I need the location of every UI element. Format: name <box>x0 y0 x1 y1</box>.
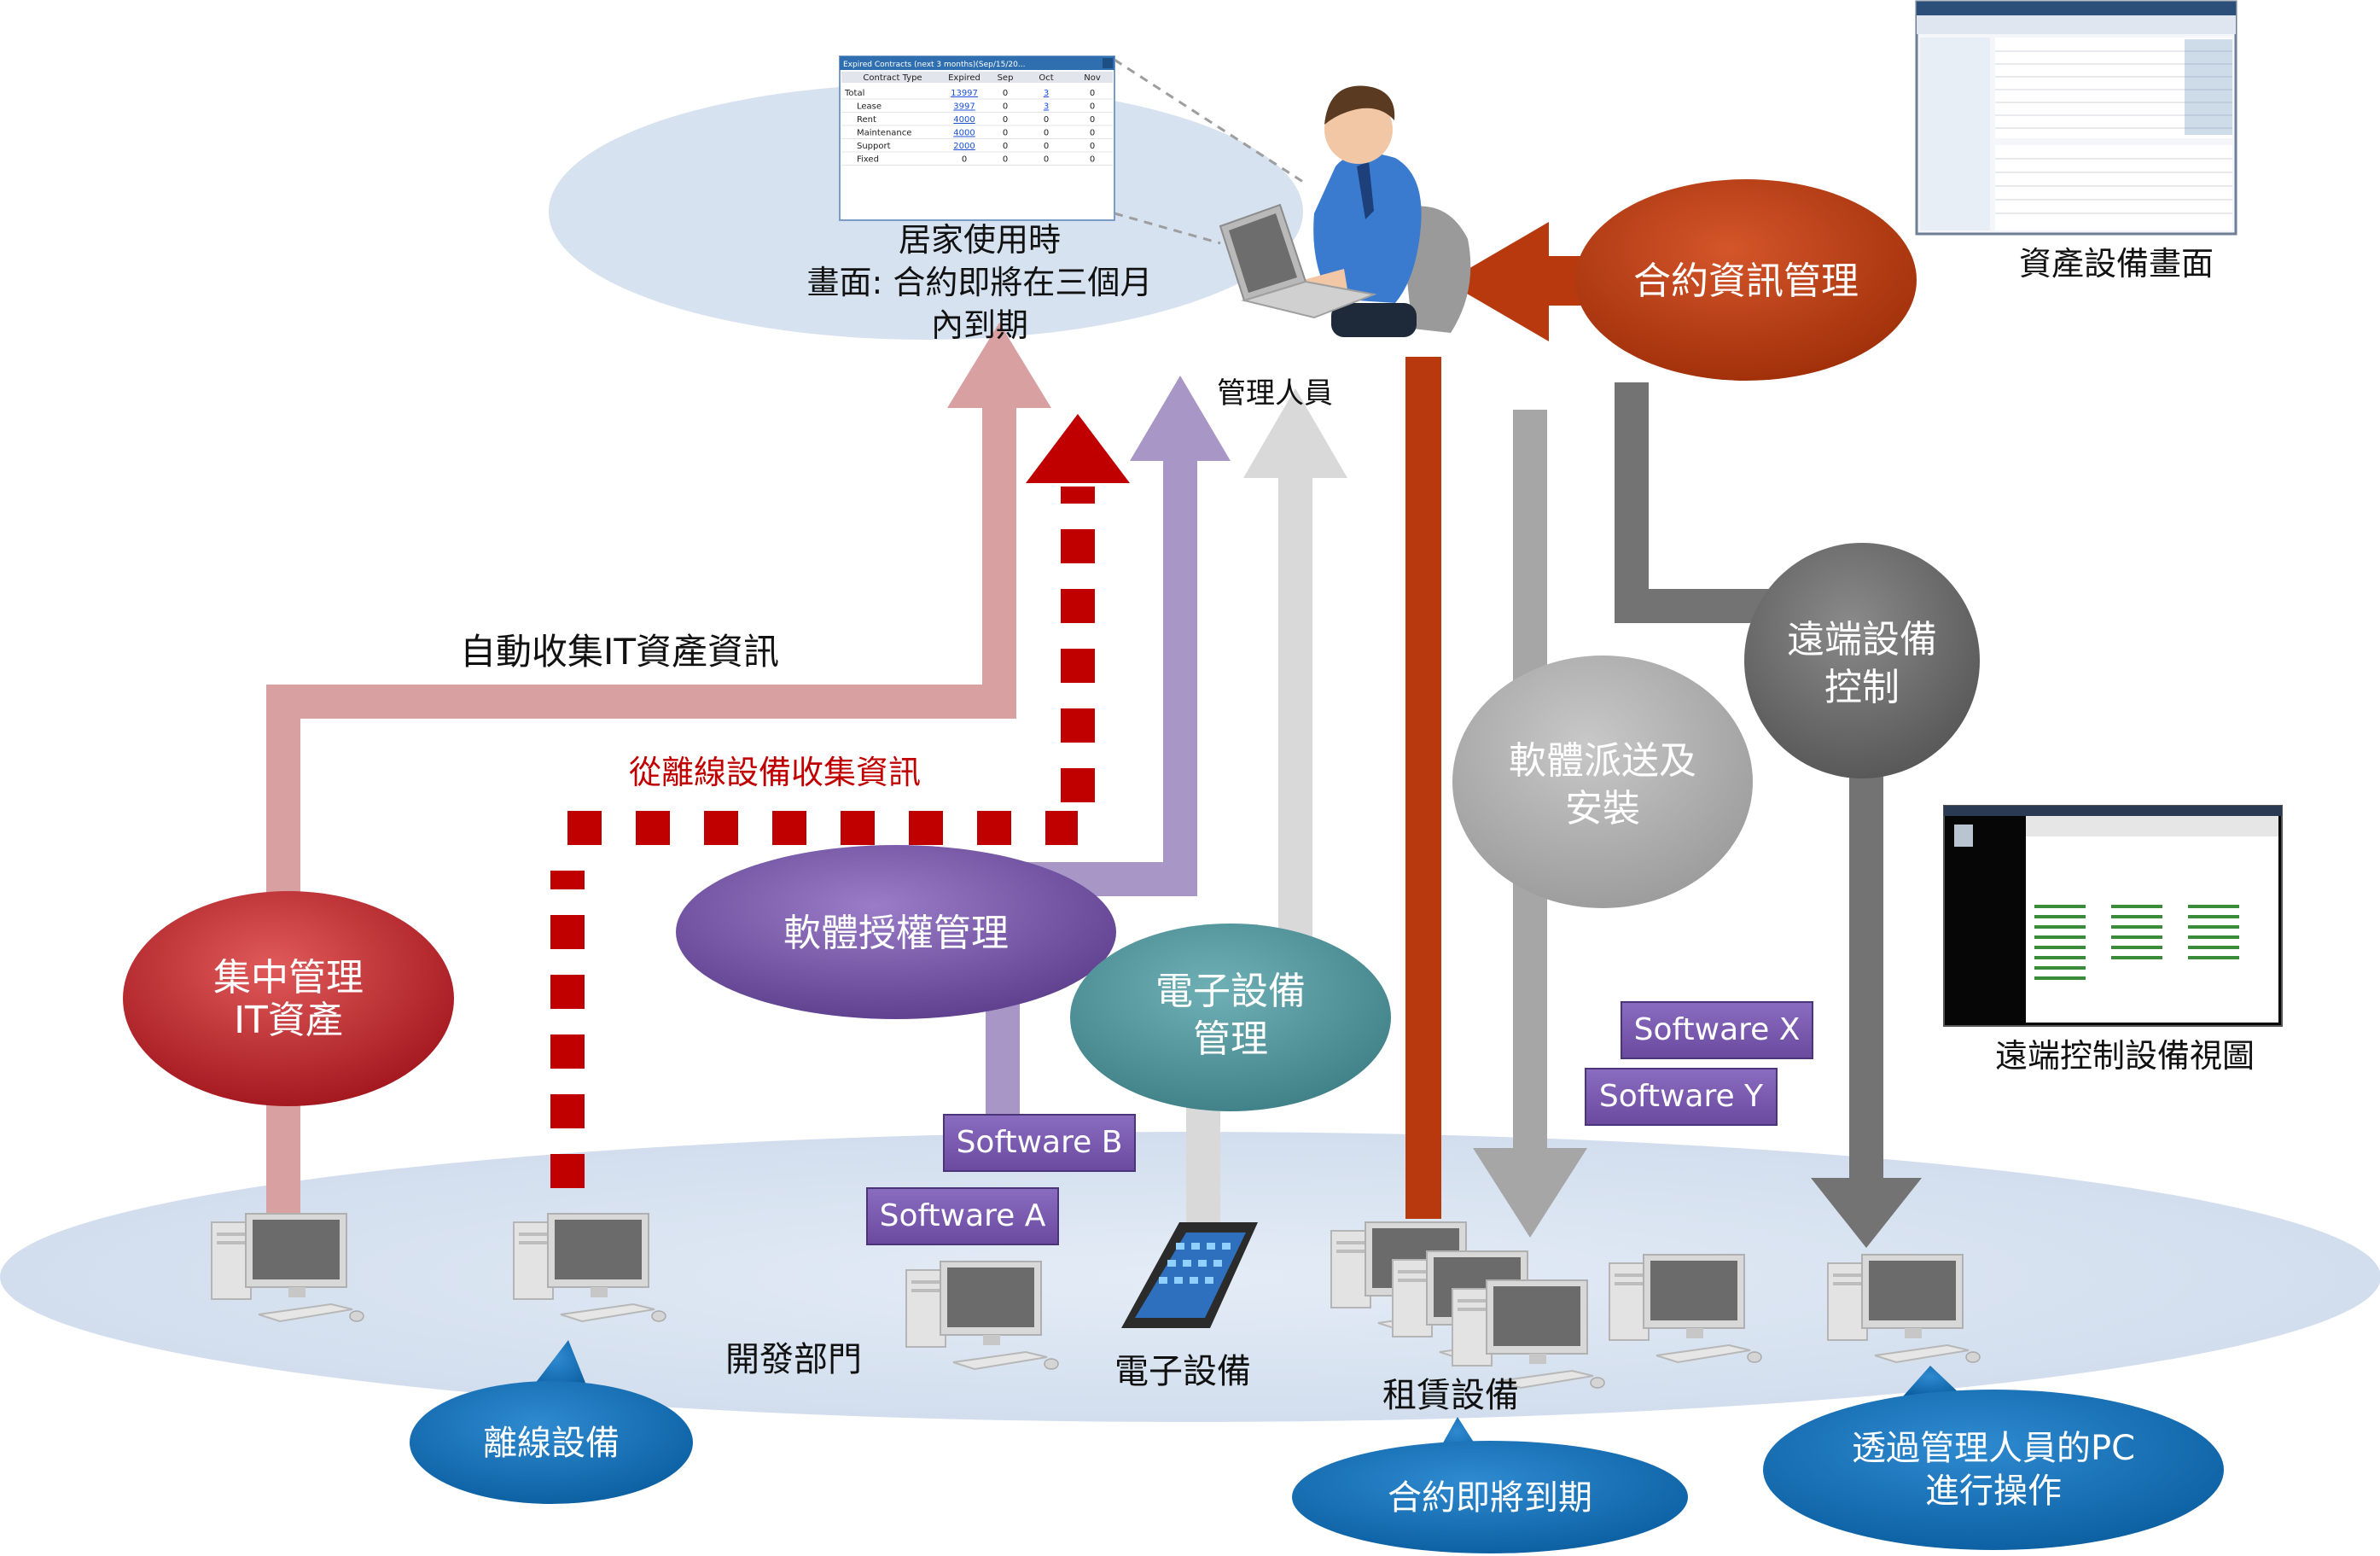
table-cell-nov: 0 <box>1090 129 1095 138</box>
pointer-line-1 <box>1114 58 1306 185</box>
software-y-box: Software Y <box>1585 1068 1778 1126</box>
table-cell-oct: 0 <box>1044 129 1049 138</box>
e-device-label: 電子設備 <box>1114 1352 1251 1391</box>
table-cell-sep: 0 <box>1003 129 1008 138</box>
svg-text:遠端設備: 遠端設備 <box>1787 618 1937 661</box>
central-it-ellipse: 集中管理 IT資產 <box>123 891 454 1106</box>
svg-text:Software X: Software X <box>1634 1012 1801 1047</box>
table-cell-type: Lease <box>857 102 882 112</box>
home-caption-2: 畫面: 合約即將在三個月 <box>807 264 1153 301</box>
svg-text:控制: 控制 <box>1824 666 1900 709</box>
software-b-box: Software B <box>943 1114 1136 1172</box>
table-cell-expired[interactable]: 4000 <box>953 115 975 125</box>
table-header-cell: Nov <box>1084 73 1101 83</box>
svg-text:進行操作: 進行操作 <box>1925 1471 2062 1511</box>
manager-figure <box>1219 85 1471 337</box>
home-caption-3: 內到期 <box>931 306 1028 344</box>
table-cell-sep: 0 <box>1003 142 1008 151</box>
offline-callout: 離線設備 <box>410 1340 693 1504</box>
table-header-cell: Oct <box>1039 73 1053 83</box>
dev-dept-label: 開發部門 <box>725 1340 862 1379</box>
svg-text:安裝: 安裝 <box>1565 787 1640 830</box>
svg-text:Software Y: Software Y <box>1599 1079 1764 1114</box>
home-caption-1: 居家使用時 <box>899 221 1061 259</box>
recycle-bin-icon <box>1954 825 1973 847</box>
svg-text:合約資訊管理: 合約資訊管理 <box>1633 259 1859 303</box>
software-x-box: Software X <box>1621 1001 1813 1059</box>
svg-text:Software B: Software B <box>957 1125 1123 1160</box>
pointer-line-2 <box>1114 212 1221 245</box>
table-cell-nov: 0 <box>1090 89 1095 98</box>
table-header-cell: Contract Type <box>863 73 922 83</box>
expiring-callout: 合約即將到期 <box>1292 1417 1688 1553</box>
table-cell-expired[interactable]: 3997 <box>953 102 975 112</box>
offline-collect-label: 從離線設備收集資訊 <box>629 754 921 791</box>
window-close-icon[interactable] <box>1103 58 1113 68</box>
table-cell-oct: 0 <box>1044 142 1049 151</box>
asset-screen-thumbnail[interactable] <box>1915 0 2237 236</box>
table-cell-sep: 0 <box>1003 102 1008 112</box>
table-cell-expired: 0 <box>962 155 967 165</box>
table-cell-oct[interactable]: 3 <box>1044 89 1049 98</box>
contract-window-title: Expired Contracts (next 3 months)(Sep/15… <box>843 61 1025 69</box>
svg-text:軟體派送及: 軟體派送及 <box>1509 739 1696 783</box>
auto-collect-label: 自動收集IT資產資訊 <box>460 631 779 673</box>
table-cell-sep: 0 <box>1003 155 1008 165</box>
table-header-cell: Sep <box>998 73 1014 83</box>
lease-device-label: 租賃設備 <box>1382 1376 1519 1415</box>
table-cell-expired[interactable]: 4000 <box>953 129 975 138</box>
tablet-icon <box>1121 1222 1258 1328</box>
svg-text:Software A: Software A <box>880 1198 1046 1233</box>
table-cell-expired[interactable]: 13997 <box>951 89 978 98</box>
software-a-box: Software A <box>866 1187 1059 1245</box>
svg-text:合約即將到期: 合約即將到期 <box>1388 1478 1592 1518</box>
contract-arrow <box>1405 222 1643 1219</box>
table-cell-expired[interactable]: 2000 <box>953 142 975 151</box>
svg-text:透過管理人員的PC: 透過管理人員的PC <box>1852 1429 2135 1468</box>
svg-text:IT資產: IT資產 <box>234 999 343 1042</box>
table-cell-nov: 0 <box>1090 102 1095 112</box>
table-cell-oct[interactable]: 3 <box>1044 102 1049 112</box>
svg-text:軟體授權管理: 軟體授權管理 <box>783 912 1009 955</box>
remote-control-ellipse: 遠端設備 控制 <box>1744 543 1980 778</box>
table-cell-nov: 0 <box>1090 115 1095 125</box>
table-cell-sep: 0 <box>1003 89 1008 98</box>
e-device-mgmt-ellipse: 電子設備 管理 <box>1070 924 1391 1111</box>
remote-view-label: 遠端控制設備視圖 <box>1995 1037 2255 1075</box>
table-cell-type: Support <box>857 142 891 151</box>
svg-text:管理: 管理 <box>1193 1017 1268 1061</box>
table-cell-type: Rent <box>857 115 876 125</box>
via-pc-callout: 透過管理人員的PC 進行操作 <box>1763 1366 2224 1550</box>
table-cell-sep: 0 <box>1003 115 1008 125</box>
contract-window[interactable]: Expired Contracts (next 3 months)(Sep/15… <box>839 55 1115 221</box>
table-cell-nov: 0 <box>1090 155 1095 165</box>
table-header-cell: Expired <box>948 73 981 83</box>
table-cell-oct: 0 <box>1044 115 1049 125</box>
remote-arrow <box>1615 382 1922 1248</box>
asset-screen-label: 資產設備畫面 <box>2019 245 2214 283</box>
table-cell-type: Maintenance <box>857 129 911 138</box>
table-cell-oct: 0 <box>1044 155 1049 165</box>
svg-text:集中管理: 集中管理 <box>213 956 364 999</box>
contract-mgmt-ellipse: 合約資訊管理 <box>1575 179 1917 381</box>
table-cell-nov: 0 <box>1090 142 1095 151</box>
svg-text:離線設備: 離線設備 <box>483 1424 620 1463</box>
manager-label: 管理人員 <box>1217 376 1333 411</box>
license-mgmt-ellipse: 軟體授權管理 <box>676 845 1116 1019</box>
offline-collect-arrow <box>550 414 1130 1188</box>
table-cell-type: Fixed <box>857 155 879 165</box>
table-cell-type: Total <box>844 89 864 98</box>
svg-text:電子設備: 電子設備 <box>1155 970 1306 1013</box>
remote-view-thumbnail[interactable] <box>1943 805 2283 1027</box>
sw-deploy-ellipse: 軟體派送及 安裝 <box>1452 656 1753 908</box>
